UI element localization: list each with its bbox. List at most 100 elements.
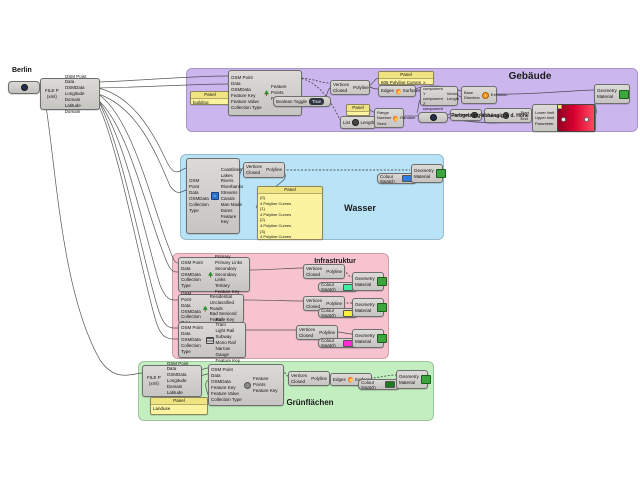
group-title-infrastruktur: Infrastruktur [314, 258, 356, 265]
deconstruct-domain-component[interactable]: Domain Start End [484, 108, 532, 123]
output: Extrusion [490, 92, 508, 98]
gradient-component[interactable]: Lower limit Upper limit Parameter [532, 104, 596, 132]
inputs: Vertices Closed [333, 81, 350, 93]
random-component[interactable]: Range Number Seed Random [374, 108, 415, 128]
panel-landuse-key[interactable]: Panel Landuse [150, 397, 208, 415]
input: Domain [487, 112, 501, 118]
vector-xyz-component[interactable]: X component Y component Z component Vect… [420, 80, 460, 111]
boundary-surfaces-component[interactable]: Edges Surfaces [378, 85, 421, 97]
osm-feature-component-greens[interactable]: OSM Point Data OSMData Feature Key Featu… [208, 364, 284, 406]
inputs: Geometry Material [399, 373, 419, 385]
tree-icon [202, 305, 208, 312]
polyline-label: Polyline [353, 84, 369, 90]
polyline-component[interactable]: Vertices Closed Polyline [288, 371, 330, 386]
polyline-component[interactable]: Vertices Closed Polyline [243, 162, 285, 178]
gear-icon [244, 381, 252, 389]
preview-icon [435, 169, 446, 178]
outputs: Residential Unclassified Roads Bad Servi… [209, 293, 237, 323]
gradient-grip-right[interactable] [583, 116, 589, 122]
osm-file-outputs: OSM Point Data OSMData Longitude Domain … [166, 360, 189, 401]
tree-icon [208, 271, 213, 278]
toggle-value[interactable]: True [308, 98, 325, 105]
point-parameter[interactable] [8, 81, 40, 94]
preview-icon [376, 303, 387, 312]
panel-header: Panel [151, 398, 207, 405]
custom-preview-street-2[interactable]: Geometry Material [352, 298, 387, 317]
gradient-grip-left[interactable] [560, 116, 566, 122]
inputs: OSM Point Data OSMData Feature Key Featu… [211, 367, 242, 402]
custom-preview-rail[interactable]: Geometry Material [352, 329, 387, 348]
custom-preview-greens[interactable]: Geometry Material [396, 370, 431, 389]
panel-building-key[interactable]: Panel building [190, 91, 230, 105]
panel-header: Panel [258, 187, 322, 194]
inputs: OSM Point Data OSMData Collection Type [181, 290, 201, 325]
preview-icon [618, 89, 629, 99]
outputs: Feature Points Feature Key [253, 376, 278, 393]
polyline-label: Polyline [266, 167, 282, 173]
panel-body[interactable] [347, 112, 369, 114]
colour-swatch-greens[interactable]: Colour Swatch [358, 379, 400, 390]
inputs: Vertices Closed [306, 265, 323, 277]
point-icon [20, 84, 28, 91]
tree-icon [264, 90, 270, 96]
osm-feature-component-buildings[interactable]: OSM Point Data OSMData Feature Key Featu… [228, 70, 302, 116]
inputs: OSM Point Data OSMData Collection Type [181, 325, 203, 354]
custom-preview-water[interactable]: Geometry Material [411, 164, 446, 183]
toggle-label: Boolean Toggle [276, 99, 307, 104]
inputs: Base Direction [464, 89, 480, 100]
inputs: Geometry Material [355, 332, 375, 344]
osm-file-component-2[interactable]: FILE P (xml) OSM Point Data OSMData Long… [142, 361, 202, 401]
preview-icon [376, 277, 387, 286]
gradient-swatch[interactable] [557, 104, 595, 132]
polyline-component[interactable]: Vertices Closed Polyline [296, 325, 338, 340]
colour-swatch-street-1[interactable]: Colour Swatch [318, 282, 358, 292]
domain-icon [502, 112, 510, 119]
inputs: OSM Point Data OSMData Feature Key Featu… [231, 75, 262, 110]
input: Edges [381, 88, 394, 94]
swatch-color[interactable] [385, 381, 395, 388]
osm-water-component[interactable]: OSM Point Data OSMData Collection Type ≈… [186, 158, 243, 234]
inputs: Geometry Material [414, 167, 434, 179]
polyline-component[interactable]: Vertices Closed Polyline [303, 264, 345, 279]
osm-street-component-2[interactable]: OSM Point Data OSMData Collection Type R… [178, 290, 244, 325]
inputs: Vertices Closed [291, 372, 308, 384]
list-icon [352, 119, 359, 126]
number-parameter[interactable] [418, 112, 448, 123]
boolean-toggle[interactable]: Boolean Toggle True [273, 96, 331, 107]
outputs: Vector Length [446, 90, 460, 101]
osm-rail-component[interactable]: OSM Point Data OSMData Collection Type R… [178, 317, 246, 363]
custom-preview-buildings[interactable]: Geometry Material [594, 84, 630, 104]
caption-farbgebung: Farbgebung abhängig v. d. Höhe [451, 113, 529, 119]
input: List [343, 119, 351, 125]
water-icon: ≈ [210, 192, 219, 200]
osm-street-component-1[interactable]: OSM Point Data OSMData Collection Type P… [178, 254, 250, 294]
osm-file-component[interactable]: FILE P (xml) OSM Point Data OSMData Long… [40, 74, 100, 114]
bounds-icon [471, 111, 478, 119]
swatch-label: Colour Swatch [321, 308, 336, 318]
polyline-label: Polyline [326, 300, 342, 306]
outputs: Coastlines Lakes Rivers Riverbanks Strea… [220, 166, 244, 225]
panel-body[interactable]: building [193, 100, 209, 105]
panel-header: Panel [379, 72, 433, 79]
panel-water-output[interactable]: Panel {0} 4 Polyline Curves {1} 4 Polyli… [257, 186, 323, 240]
polyline-label: Polyline [326, 268, 342, 274]
polyline-component[interactable]: Vertices Closed Polyline [330, 80, 370, 95]
panel-header: Panel [191, 92, 229, 99]
inputs: Geometry Material [355, 301, 375, 313]
panel-polyline-count[interactable]: Panel 606 Polyline Curves [378, 71, 434, 85]
inputs: Vertices Closed [246, 164, 263, 175]
inputs: Geometry Material [355, 275, 375, 287]
inputs: Geometry Material [597, 88, 617, 99]
gradient-handle[interactable] [558, 105, 562, 109]
panel-header: Panel [347, 105, 369, 112]
custom-preview-street-1[interactable]: Geometry Material [352, 272, 387, 291]
extrude-component[interactable]: Base Direction ! Extrusion [461, 86, 507, 104]
rail-icon [205, 336, 214, 344]
panel-random-input[interactable]: Panel [346, 104, 370, 116]
swatch-label: Colour Swatch [321, 338, 336, 348]
list-length-component[interactable]: List Length [340, 116, 376, 129]
panel-body[interactable]: Landuse [153, 406, 171, 411]
inputs: Range Number Seed [377, 110, 392, 126]
output: Length [360, 119, 375, 125]
